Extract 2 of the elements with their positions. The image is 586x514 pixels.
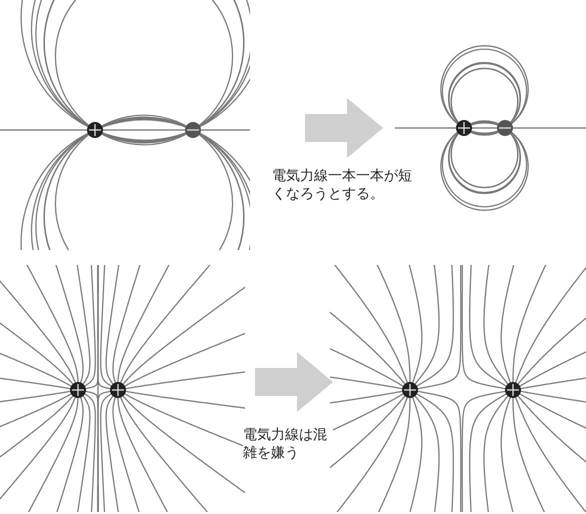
caption-text: 電気力線一本一本が短くなろうとする。 — [272, 167, 412, 203]
caption-text: 電気力線は混雑を嫌う — [243, 426, 333, 462]
